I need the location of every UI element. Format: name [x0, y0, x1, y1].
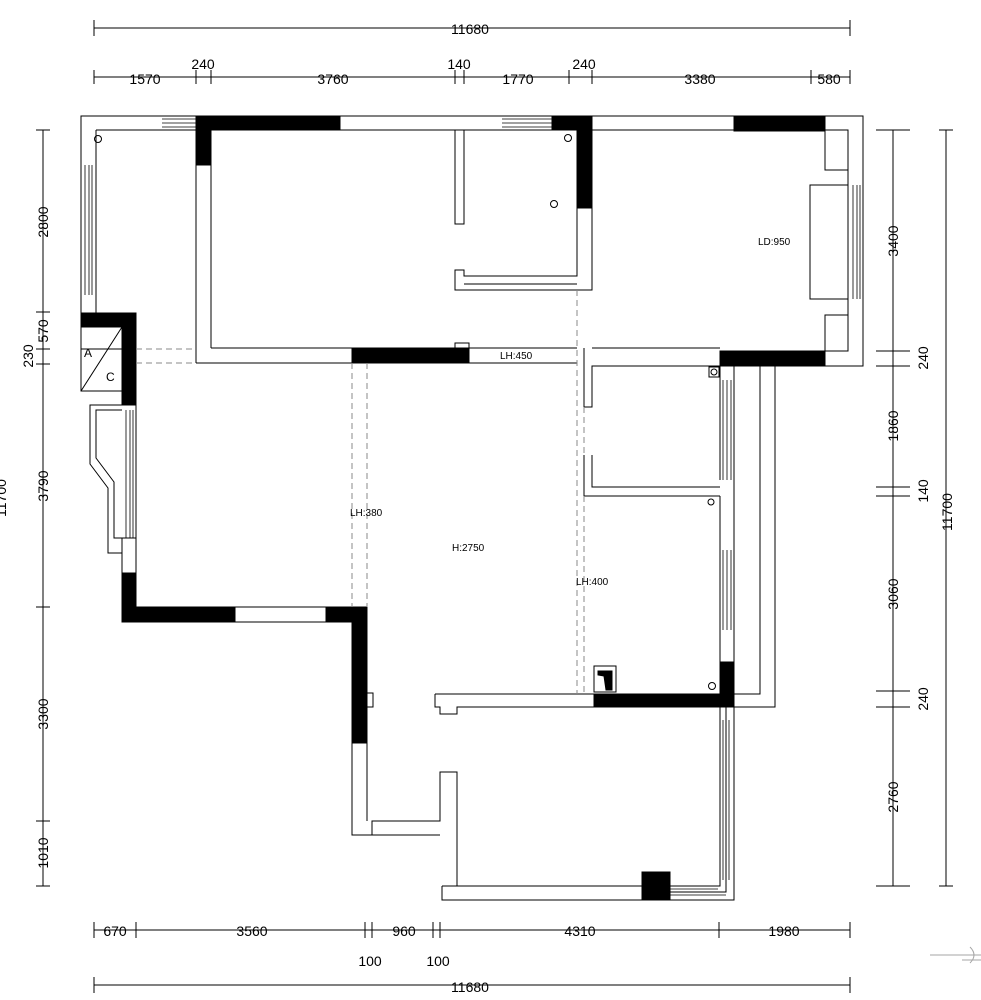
top-seg-3380: 3380 [684, 71, 715, 87]
right-seg-140: 140 [915, 479, 931, 503]
label-h2750: H:2750 [452, 543, 485, 554]
left-seg-2800: 2800 [35, 206, 51, 237]
bottom-seg-4310: 4310 [564, 923, 595, 939]
right-dimensions: 3400 240 1860 140 3060 240 2760 11700 [876, 129, 955, 887]
bottom-seg-670: 670 [103, 923, 127, 939]
mark-a: A [84, 346, 92, 360]
right-seg-2760: 2760 [885, 781, 901, 812]
top-seg-3760: 3760 [317, 71, 348, 87]
top-total-dim: 11680 [451, 21, 489, 37]
left-seg-230: 230 [20, 344, 36, 368]
bottom-small-100b: 100 [426, 953, 450, 969]
right-seg-240a: 240 [915, 346, 931, 370]
top-seg-1770: 1770 [502, 71, 533, 87]
top-seg-1570: 1570 [129, 71, 160, 87]
left-seg-3790: 3790 [35, 470, 51, 501]
top-seg-240b: 240 [572, 56, 596, 72]
top-seg-240a: 240 [191, 56, 215, 72]
bottom-seg-3560: 3560 [236, 923, 267, 939]
left-total-partial: 11700 [0, 479, 9, 517]
left-seg-1010: 1010 [35, 837, 51, 868]
left-dimensions: 2800 570 230 3790 3300 1010 11700 [0, 129, 51, 887]
right-seg-240b: 240 [915, 687, 931, 711]
windows [84, 118, 861, 896]
left-seg-3300: 3300 [35, 698, 51, 729]
right-total-dim: 11700 [939, 493, 955, 531]
label-lh380: LH:380 [350, 508, 383, 519]
room-labels: LD:950 LH:450 LH:380 H:2750 LH:400 A C [84, 237, 791, 588]
top-dimensions: 11680 1570 240 3760 140 1770 240 3380 58… [93, 20, 851, 87]
beam-lines [136, 290, 585, 694]
mark-c: C [106, 370, 115, 384]
label-ld: LD:950 [758, 237, 791, 248]
bottom-total-dim: 11680 [451, 979, 489, 995]
bottom-seg-960: 960 [392, 923, 416, 939]
wall-outlines [80, 115, 864, 901]
top-seg-140: 140 [447, 56, 471, 72]
label-lh400: LH:400 [576, 577, 609, 588]
right-seg-1860: 1860 [885, 410, 901, 441]
right-seg-3060: 3060 [885, 578, 901, 609]
label-lh450: LH:450 [500, 351, 533, 362]
fixtures [94, 134, 720, 693]
top-seg-580: 580 [817, 71, 841, 87]
bottom-small-100a: 100 [358, 953, 382, 969]
bottom-seg-1980: 1980 [768, 923, 799, 939]
solid-walls [80, 115, 826, 901]
right-seg-3400: 3400 [885, 225, 901, 256]
left-seg-570: 570 [35, 319, 51, 343]
bottom-dimensions: 670 3560 960 4310 1980 100 100 11680 [93, 922, 851, 995]
watermark-icon [930, 946, 981, 964]
